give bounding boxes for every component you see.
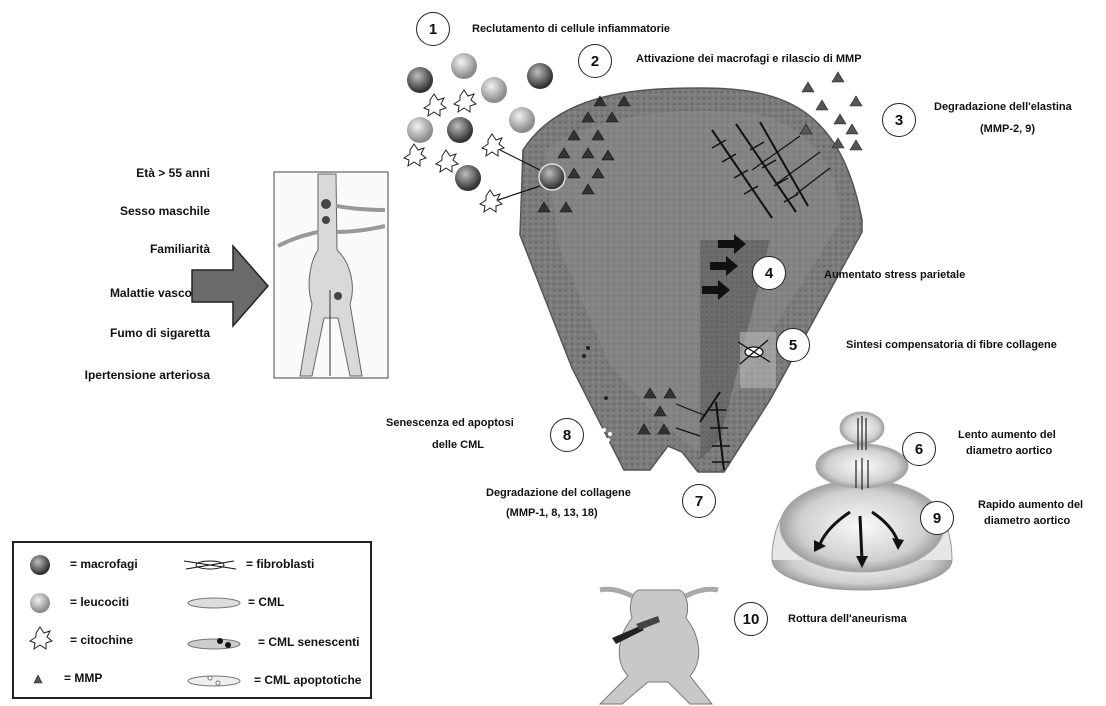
senescent-sml-icon	[188, 638, 240, 649]
step-9-label: Rapido aumento del	[978, 498, 1083, 513]
step-6-label: Lento aumento del	[958, 428, 1056, 443]
step-10-label: Rottura dell'aneurisma	[788, 612, 907, 627]
step-3-label: Degradazione dell'elastina	[934, 100, 1072, 115]
legend-label-senescent-sml: = CML senescenti	[258, 635, 359, 649]
step-3-sublabel: (MMP-2, 9)	[980, 122, 1035, 137]
step-9-marker: 9	[920, 501, 954, 535]
sml-cell-icon	[188, 598, 240, 608]
ruptured-aneurysm-image	[600, 589, 718, 704]
step-8-label: Senescenza ed apoptosi	[386, 416, 514, 431]
step-6-marker: 6	[902, 432, 936, 466]
fibroblast-icon	[184, 561, 236, 569]
step-7-label: Degradazione del collagene	[486, 486, 631, 501]
step-10-marker: 10	[734, 602, 768, 636]
leukocyte-icon	[30, 593, 50, 613]
step-2-marker: 2	[578, 44, 612, 78]
aortic-wall-section	[498, 88, 862, 472]
step-1-marker: 1	[416, 12, 450, 46]
step-2-label: Attivazione dei macrofagi e rilascio di …	[636, 52, 862, 67]
step-1-label: Reclutamento di cellule infiammatorie	[472, 22, 670, 37]
risk-factor-arrow	[192, 246, 268, 326]
step-4-label: Aumentato stress parietale	[824, 268, 965, 283]
step-4-marker: 4	[752, 256, 786, 290]
apoptotic-sml-icon	[188, 676, 240, 686]
legend-label-fibroblasts: = fibroblasti	[246, 557, 314, 571]
step-3-marker: 3	[882, 103, 916, 137]
mmp-triangle-icon	[34, 675, 42, 683]
step-9-sublabel: diametro aortico	[984, 514, 1070, 529]
macrophage-icon	[30, 555, 50, 575]
step-5-label: Sintesi compensatoria di fibre collagene	[846, 338, 1057, 353]
legend-label-cytokines: = citochine	[70, 633, 133, 647]
legend-label-macrophages: = macrofagi	[70, 557, 138, 571]
cytokine-icon	[30, 627, 52, 649]
step-7-marker: 7	[682, 484, 716, 518]
step-5-marker: 5	[776, 328, 810, 362]
legend-label-sml: = CML	[248, 595, 284, 609]
legend-label-apoptotic-sml: = CML apoptotiche	[254, 673, 361, 687]
legend-label-leukocytes: = leucociti	[70, 595, 129, 609]
legend-label-mmp: = MMP	[64, 671, 102, 685]
step-8-marker: 8	[550, 418, 584, 452]
step-8-sublabel: delle CML	[432, 438, 484, 453]
legend-box: = macrofagi = leucociti = citochine = MM…	[12, 541, 372, 699]
step-7-sublabel: (MMP-1, 8, 13, 18)	[506, 506, 598, 521]
step-6-sublabel: diametro aortico	[966, 444, 1052, 459]
aorta-inset-image	[274, 172, 388, 378]
